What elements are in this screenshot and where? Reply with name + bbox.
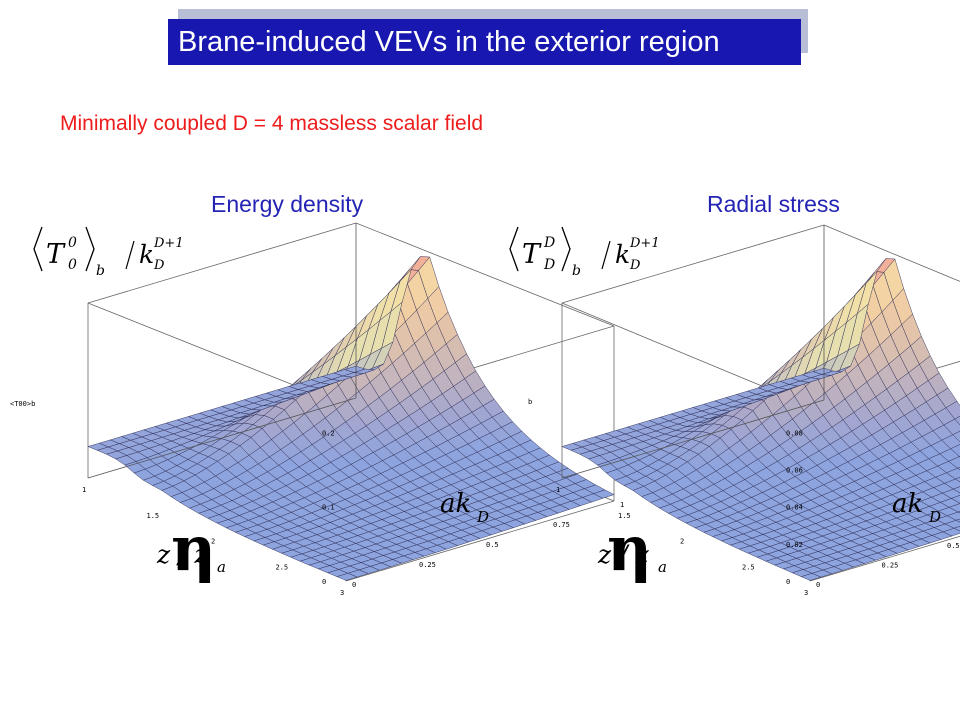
formula-sup: D: [543, 235, 555, 251]
formula-tensor: T: [46, 239, 66, 270]
y-axis-label-sub: a: [217, 558, 226, 576]
x-axis-label-sub: D: [928, 508, 941, 526]
box-edge: [87, 222, 357, 304]
eta-symbol: η: [607, 512, 652, 585]
x-axis-label: ak: [440, 489, 471, 519]
formula-k: k: [139, 240, 154, 269]
y-tick-label: 1: [556, 486, 560, 494]
bracket-right: [561, 226, 571, 272]
formula-b: b: [96, 263, 105, 279]
y-axis-label: z / z: [597, 540, 649, 569]
y-tick-label: 2.5: [742, 563, 755, 571]
box-edge: [345, 500, 615, 582]
y-axis-label: z / z: [156, 540, 208, 569]
surface-patch: [344, 365, 366, 373]
surface-patch: [954, 476, 960, 483]
box-edge: [355, 222, 615, 327]
energy-density-heading: Energy density: [211, 191, 364, 217]
x-tick-label: 0.5: [947, 542, 960, 550]
slide-title: Brane-induced VEVs in the exterior regio…: [168, 19, 801, 65]
x-tick-label: 0.25: [882, 562, 899, 570]
x-axis-label-sub: D: [476, 508, 489, 526]
formula-slash: [125, 240, 135, 270]
z-tick-label: 0.04: [786, 504, 803, 512]
z-tick-label: 0.2: [322, 429, 335, 437]
formula-kD: D: [153, 258, 165, 273]
eta-symbol: η: [171, 512, 216, 585]
box-edge: [87, 397, 357, 479]
formula-sub: 0: [68, 257, 77, 273]
z-axis-label: <T00>b: [10, 400, 35, 408]
y-tick-label: 2.5: [276, 563, 289, 571]
y-tick-label: 1.5: [147, 512, 160, 520]
box-edge: [561, 399, 825, 479]
formula-k: k: [615, 240, 630, 269]
surface-patch: [957, 466, 960, 471]
x-tick-label: 1: [620, 501, 624, 509]
y-axis-label-sub: a: [658, 558, 667, 576]
z-tick-label: 0: [786, 578, 790, 586]
formula-tensor: T: [522, 239, 542, 270]
z-axis-label: b: [528, 398, 532, 406]
x-tick-label: 0: [352, 581, 356, 589]
box-edge: [809, 535, 960, 582]
y-tick-label: 1: [82, 486, 86, 494]
z-tick-label: 0.08: [786, 429, 803, 437]
bracket-right: [85, 226, 95, 272]
y-tick-label: 3: [340, 589, 344, 597]
formula-b: b: [572, 263, 581, 279]
formula-sub: D: [543, 257, 555, 273]
z-tick-label: 0.02: [786, 541, 803, 549]
x-tick-label: 0.25: [419, 561, 436, 569]
bracket-left: [509, 226, 519, 272]
surface-patch: [952, 486, 960, 494]
surface-patch: [955, 518, 960, 523]
bracket-left: [33, 226, 43, 272]
formula-kD: D: [629, 258, 641, 273]
formula-sup: 0: [68, 235, 77, 251]
x-tick-label: 0: [816, 581, 820, 589]
x-tick-label: 0.5: [486, 541, 499, 549]
formula-kexp: D+1: [629, 236, 660, 251]
y-tick-label: 3: [804, 589, 808, 597]
box-edge: [561, 224, 825, 304]
z-tick-label: 0.06: [786, 466, 803, 474]
y-tick-label: 1.5: [618, 512, 631, 520]
box-edge: [823, 224, 960, 282]
radial-stress-heading: Radial stress: [707, 191, 840, 217]
x-tick-label: 0.75: [553, 521, 570, 529]
y-tick-label: 2: [680, 538, 684, 546]
slide-subtitle: Minimally coupled D = 4 massless scalar …: [60, 112, 484, 135]
z-tick-label: 0: [322, 578, 326, 586]
plot-panel-1: 0.08 0.06 0.04 0.02 0 1 1.5 2 2.5 3 1 0.75 0.5 0.25 0 b…: [509, 224, 960, 597]
formula-kexp: D+1: [153, 236, 184, 251]
surface-patch: [812, 367, 834, 375]
formula-slash: [601, 240, 611, 270]
z-tick-label: 0.1: [322, 504, 335, 512]
x-axis-label: ak: [892, 489, 923, 519]
y-tick-label: 2: [211, 538, 215, 546]
